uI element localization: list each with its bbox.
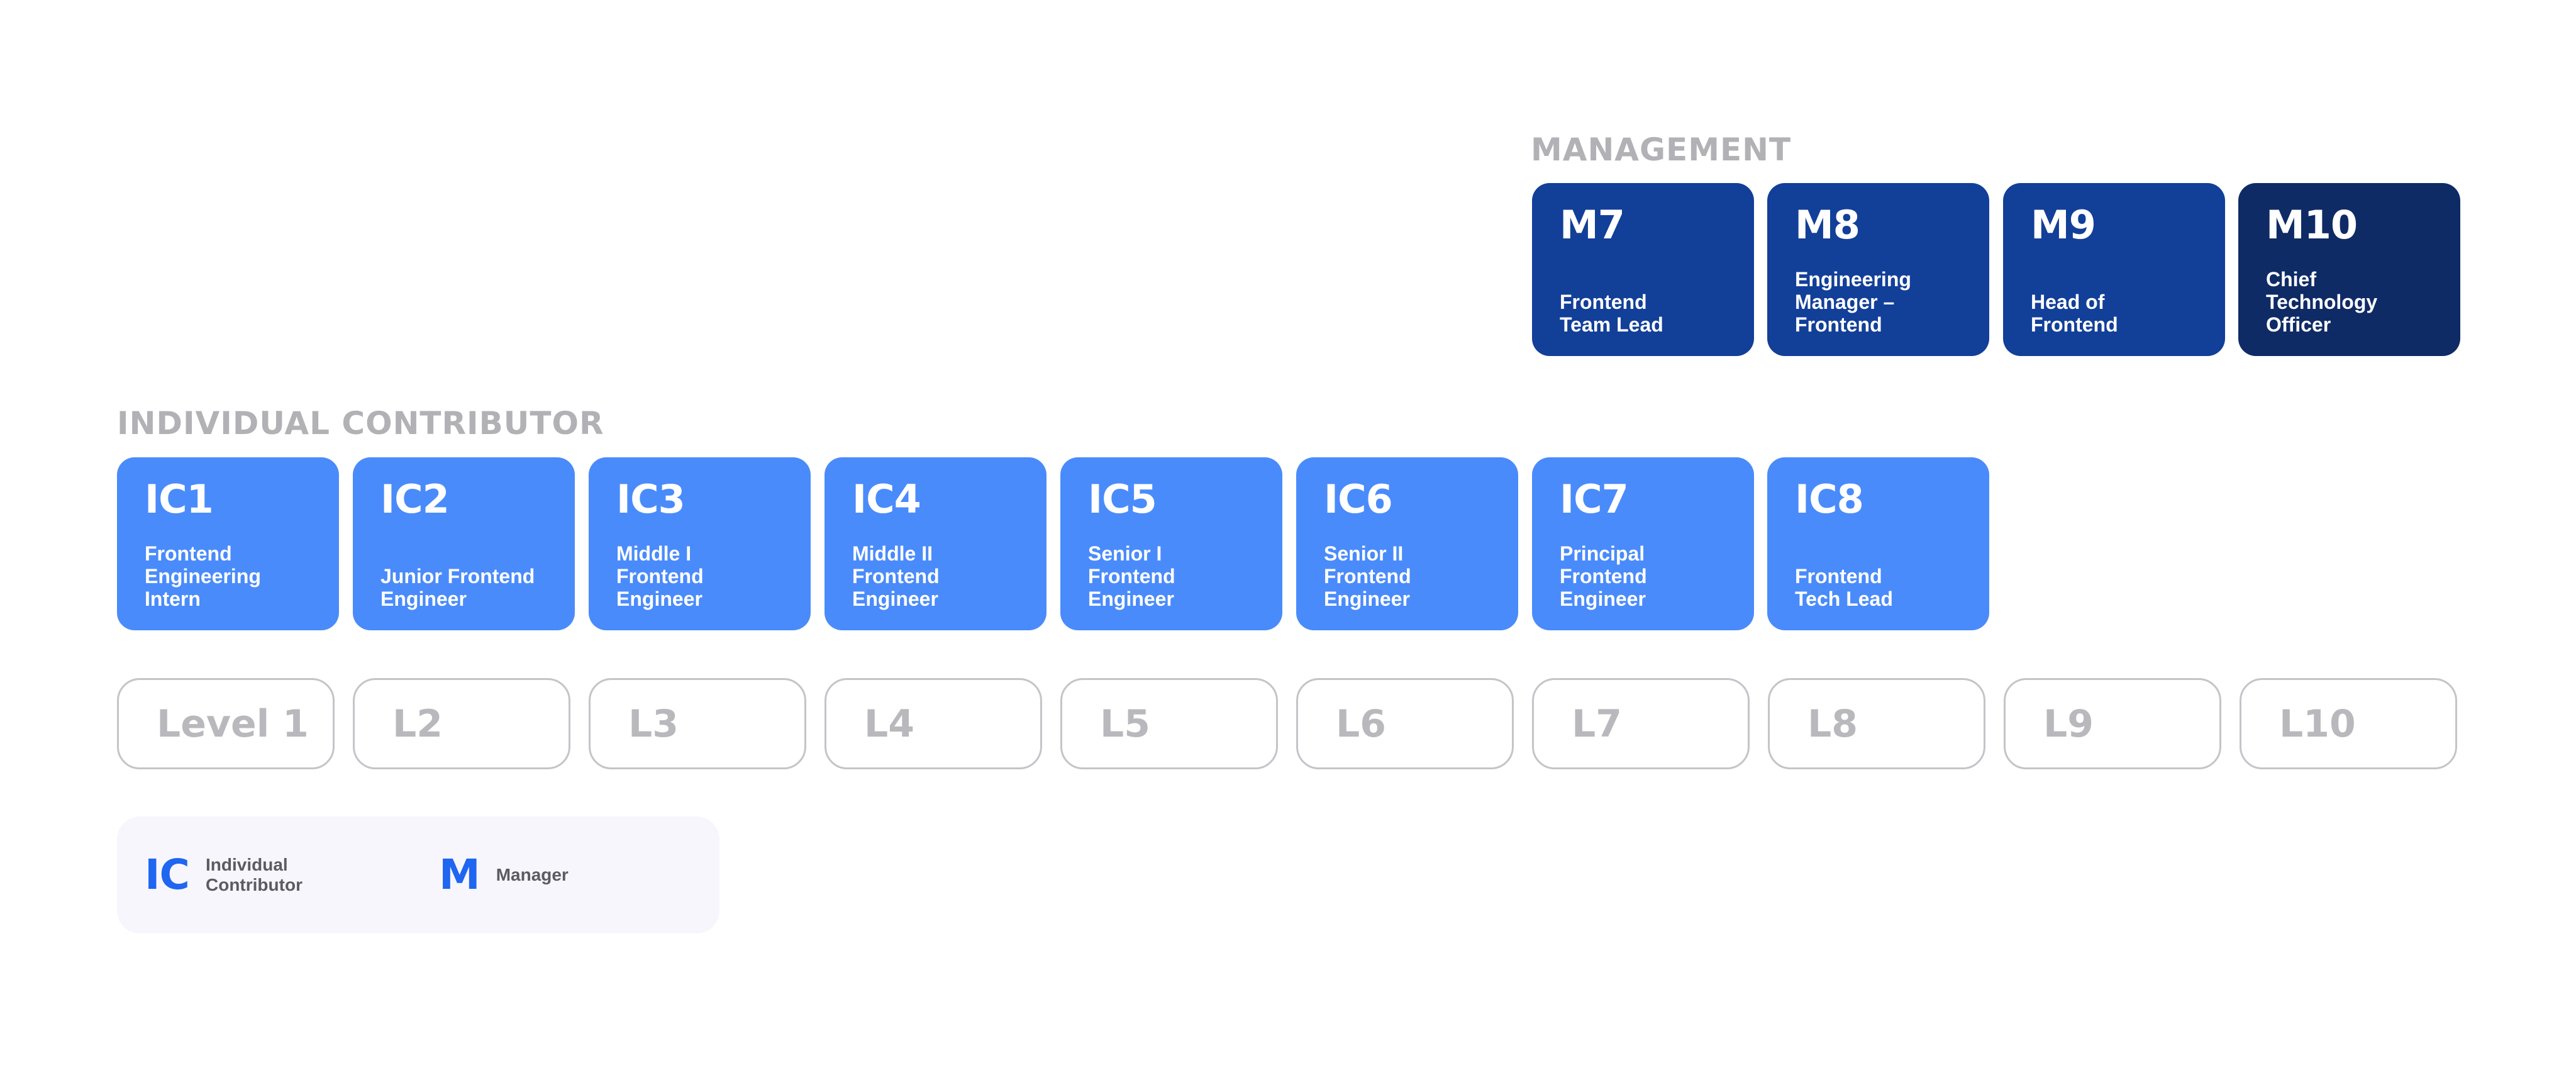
legend-m-mark: M	[439, 850, 480, 899]
level-box-4: L4	[824, 678, 1042, 769]
card-title: Chief Technology Officer	[2266, 268, 2378, 336]
card-title: Frontend Tech Lead	[1795, 565, 1893, 610]
career-card-ic1[interactable]: IC1 Frontend Engineering Intern	[117, 457, 339, 630]
career-card-ic6[interactable]: IC6 Senior II Frontend Engineer	[1296, 457, 1518, 630]
career-card-ic7[interactable]: IC7 Principal Frontend Engineer	[1532, 457, 1754, 630]
legend-m-text: Manager	[496, 865, 569, 884]
career-card-m8[interactable]: M8 Engineering Manager – Frontend	[1767, 183, 1989, 356]
level-box-7: L7	[1532, 678, 1750, 769]
legend: IC Individual Contributor M Manager	[117, 816, 719, 933]
legend-ic-text: Individual Contributor	[206, 855, 303, 894]
card-code: IC7	[1560, 476, 1629, 522]
card-code: IC6	[1324, 476, 1393, 522]
card-title: Engineering Manager – Frontend	[1795, 268, 1911, 336]
card-title: Junior Frontend Engineer	[380, 565, 535, 610]
card-code: IC5	[1088, 476, 1157, 522]
level-box-1: Level 1	[117, 678, 335, 769]
level-box-10: L10	[2240, 678, 2457, 769]
individual-contributor-label: INDIVIDUAL CONTRIBUTOR	[117, 405, 604, 442]
level-box-5: L5	[1060, 678, 1278, 769]
level-box-6: L6	[1296, 678, 1514, 769]
card-title: Middle I Frontend Engineer	[616, 542, 704, 610]
card-title: Frontend Team Lead	[1560, 291, 1663, 336]
card-code: IC8	[1795, 476, 1864, 522]
career-card-ic4[interactable]: IC4 Middle II Frontend Engineer	[824, 457, 1046, 630]
management-label: MANAGEMENT	[1531, 131, 1792, 168]
card-code: M8	[1795, 202, 1860, 248]
card-code: IC3	[616, 476, 686, 522]
card-title: Middle II Frontend Engineer	[852, 542, 940, 610]
card-title: Senior II Frontend Engineer	[1324, 542, 1411, 610]
career-card-m10[interactable]: M10 Chief Technology Officer	[2238, 183, 2460, 356]
card-code: IC1	[145, 476, 214, 522]
level-box-2: L2	[353, 678, 570, 769]
career-card-ic8[interactable]: IC8 Frontend Tech Lead	[1767, 457, 1989, 630]
card-code: IC4	[852, 476, 921, 522]
card-code: M9	[2031, 202, 2096, 248]
career-card-m9[interactable]: M9 Head of Frontend	[2003, 183, 2225, 356]
card-code: IC2	[380, 476, 450, 522]
card-code: M10	[2266, 202, 2358, 248]
card-title: Frontend Engineering Intern	[145, 542, 261, 610]
card-code: M7	[1560, 202, 1625, 248]
card-title: Head of Frontend	[2031, 291, 2118, 336]
legend-item-manager: M Manager	[439, 816, 569, 933]
level-box-8: L8	[1768, 678, 1985, 769]
career-card-ic2[interactable]: IC2 Junior Frontend Engineer	[353, 457, 575, 630]
career-card-ic3[interactable]: IC3 Middle I Frontend Engineer	[589, 457, 811, 630]
card-title: Principal Frontend Engineer	[1560, 542, 1647, 610]
legend-ic-mark: IC	[145, 850, 190, 899]
level-box-3: L3	[589, 678, 806, 769]
level-box-9: L9	[2004, 678, 2221, 769]
card-title: Senior I Frontend Engineer	[1088, 542, 1175, 610]
career-card-m7[interactable]: M7 Frontend Team Lead	[1532, 183, 1754, 356]
legend-item-ic: IC Individual Contributor	[145, 816, 303, 933]
career-card-ic5[interactable]: IC5 Senior I Frontend Engineer	[1060, 457, 1282, 630]
